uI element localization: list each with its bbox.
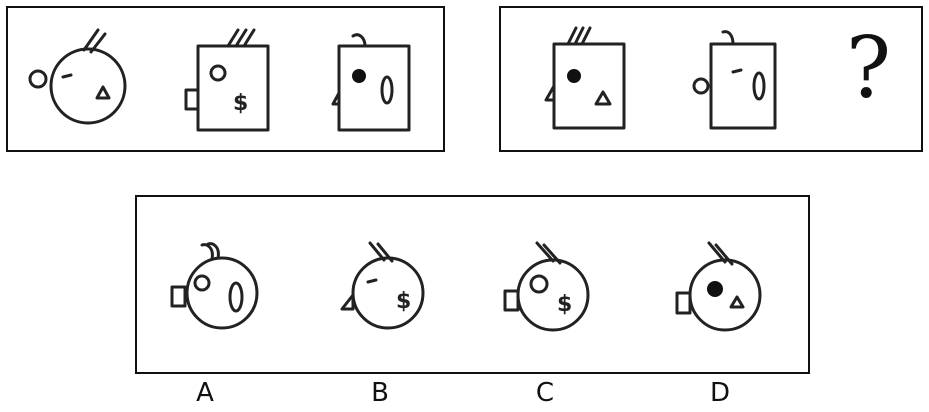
svg-text:$: $ [557,292,572,317]
figure-2-square-face: $ [184,28,270,132]
figure-3-square-face [331,33,411,132]
option-label-d[interactable]: D [709,378,731,408]
figure-1-circle-face [28,28,127,125]
answer-options-panel: $ $ [135,195,810,374]
sequence-panel-question: ? [499,6,923,152]
figure-5-square-face [692,30,777,130]
option-c-figure[interactable]: $ [497,235,597,345]
svg-text:$: $ [396,289,411,314]
option-label-c[interactable]: C [535,378,555,408]
option-label-b[interactable]: B [371,378,389,408]
sequence-panel-given: $ [6,6,445,152]
svg-text:$: $ [233,91,248,116]
figure-4-square-face [544,26,626,130]
option-d-figure[interactable] [667,235,767,345]
option-b-figure[interactable]: $ [332,235,432,345]
option-label-a[interactable]: A [196,378,214,408]
option-a-figure[interactable] [164,235,264,345]
question-mark: ? [846,19,892,117]
